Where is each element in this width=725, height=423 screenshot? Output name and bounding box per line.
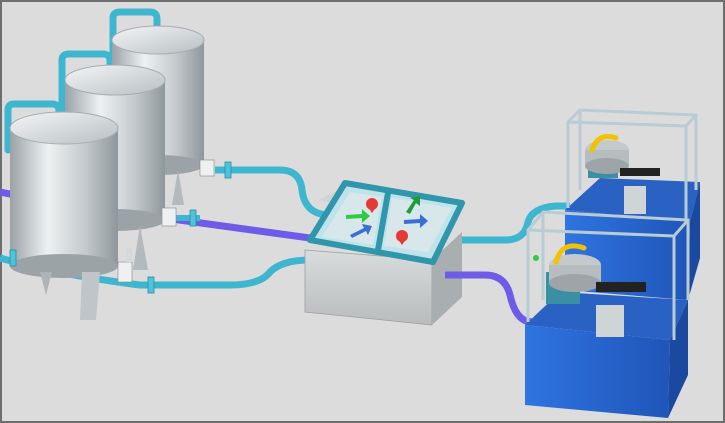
pipe-connectors [9, 161, 232, 294]
valve-box [304, 180, 465, 326]
flow-indicator-left [346, 198, 378, 238]
flow-indicator-right [396, 196, 428, 245]
cyan-pipe-to-pump-1 [462, 202, 570, 244]
pump-unit-2 [525, 210, 690, 418]
purple-pipe-to-pump-2 [445, 271, 533, 326]
tank-feed-pipes [4, 8, 161, 154]
cyan-pipe-top [215, 166, 331, 219]
tank-1 [9, 111, 133, 320]
